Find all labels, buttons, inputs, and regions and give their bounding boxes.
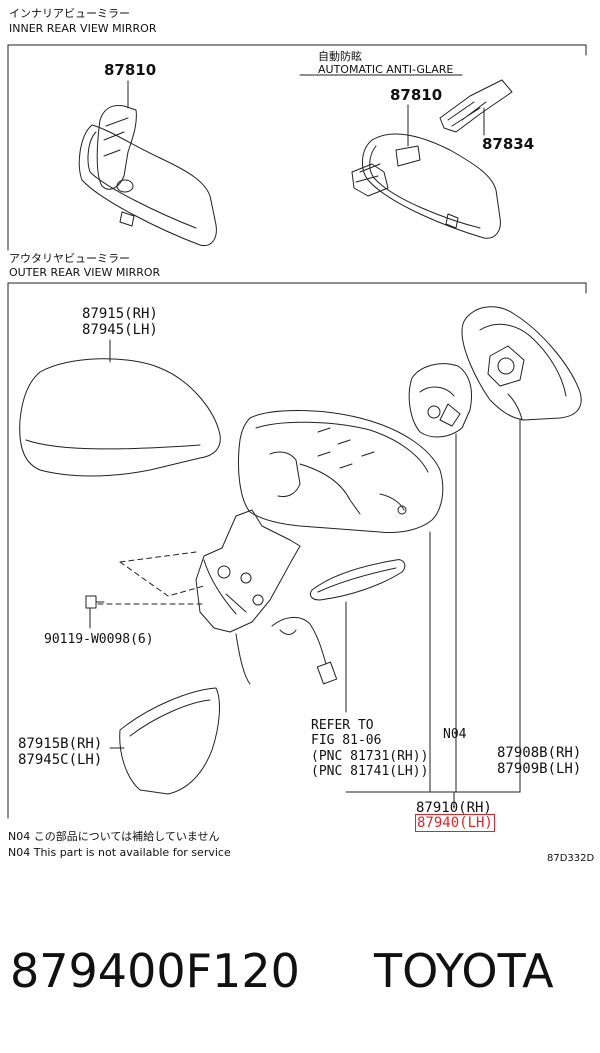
refer-line-2: FIG 81-06 [311, 733, 382, 748]
refer-line-3: (PNC 81731(RH)) [311, 749, 429, 764]
part-label-screw: 90119-W0098(6) [44, 632, 154, 647]
actuator-drawing [409, 364, 471, 792]
screw-drawing [86, 596, 104, 628]
highlight-box: 87940(LH) [415, 814, 495, 832]
part-label-assy-lh-highlighted: 87940(LH) [415, 814, 495, 832]
part-label-cover-lh: 87945(LH) [82, 322, 158, 338]
inner-section-title-jp: インナリアビューミラー [9, 7, 130, 20]
part-label-inner-mirror: 87810 [104, 61, 157, 79]
note-n04-jp: N04 この部品については補給していません [8, 830, 220, 843]
inner-section-title-en: INNER REAR VIEW MIRROR [9, 22, 157, 35]
part-label-lower-cover-lh: 87945C(LH) [18, 752, 103, 768]
footer-brand: TOYOTA [374, 944, 554, 998]
outer-cover-drawing [20, 340, 221, 476]
part-label-lower-cover-rh: 87915B(RH) [18, 736, 103, 752]
outer-section-title-en: OUTER REAR VIEW MIRROR [9, 266, 161, 279]
mirror-glass-drawing [462, 307, 581, 792]
part-label-assy-rh: 87910(RH) [416, 800, 492, 816]
inner-mirror-drawing [79, 81, 216, 246]
outer-section-title-jp: アウタリヤビューミラー [9, 252, 130, 265]
refer-line-1: REFER TO [311, 718, 374, 733]
outer-section-frame [8, 283, 586, 818]
inner-section-frame [8, 45, 586, 250]
leader-lines [346, 532, 520, 808]
outer-housing-drawing [98, 411, 443, 685]
footer-part-number: 879400F120 [10, 944, 300, 998]
part-label-glass-rh: 87908B(RH) [497, 745, 582, 761]
part-label-mirror-cover: 87834 [482, 135, 535, 153]
part-label-cover-rh: 87915(RH) [82, 306, 158, 322]
auto-mirror-drawing [352, 80, 512, 238]
turn-signal-drawing [310, 560, 404, 712]
refer-line-4: (PNC 81741(LH)) [311, 764, 429, 779]
lower-cover-drawing [110, 688, 219, 794]
part-label-auto-mirror: 87810 [390, 86, 443, 104]
note-n04-en: N04 This part is not available for servi… [8, 846, 231, 859]
n04-marker: N04 [443, 727, 467, 742]
diagram-id: 87D332D [547, 853, 595, 864]
part-label-glass-lh: 87909B(LH) [497, 761, 582, 777]
auto-section-title-jp: 自動防眩 [318, 50, 362, 63]
auto-section-title-en: AUTOMATIC ANTI-GLARE [318, 63, 454, 76]
